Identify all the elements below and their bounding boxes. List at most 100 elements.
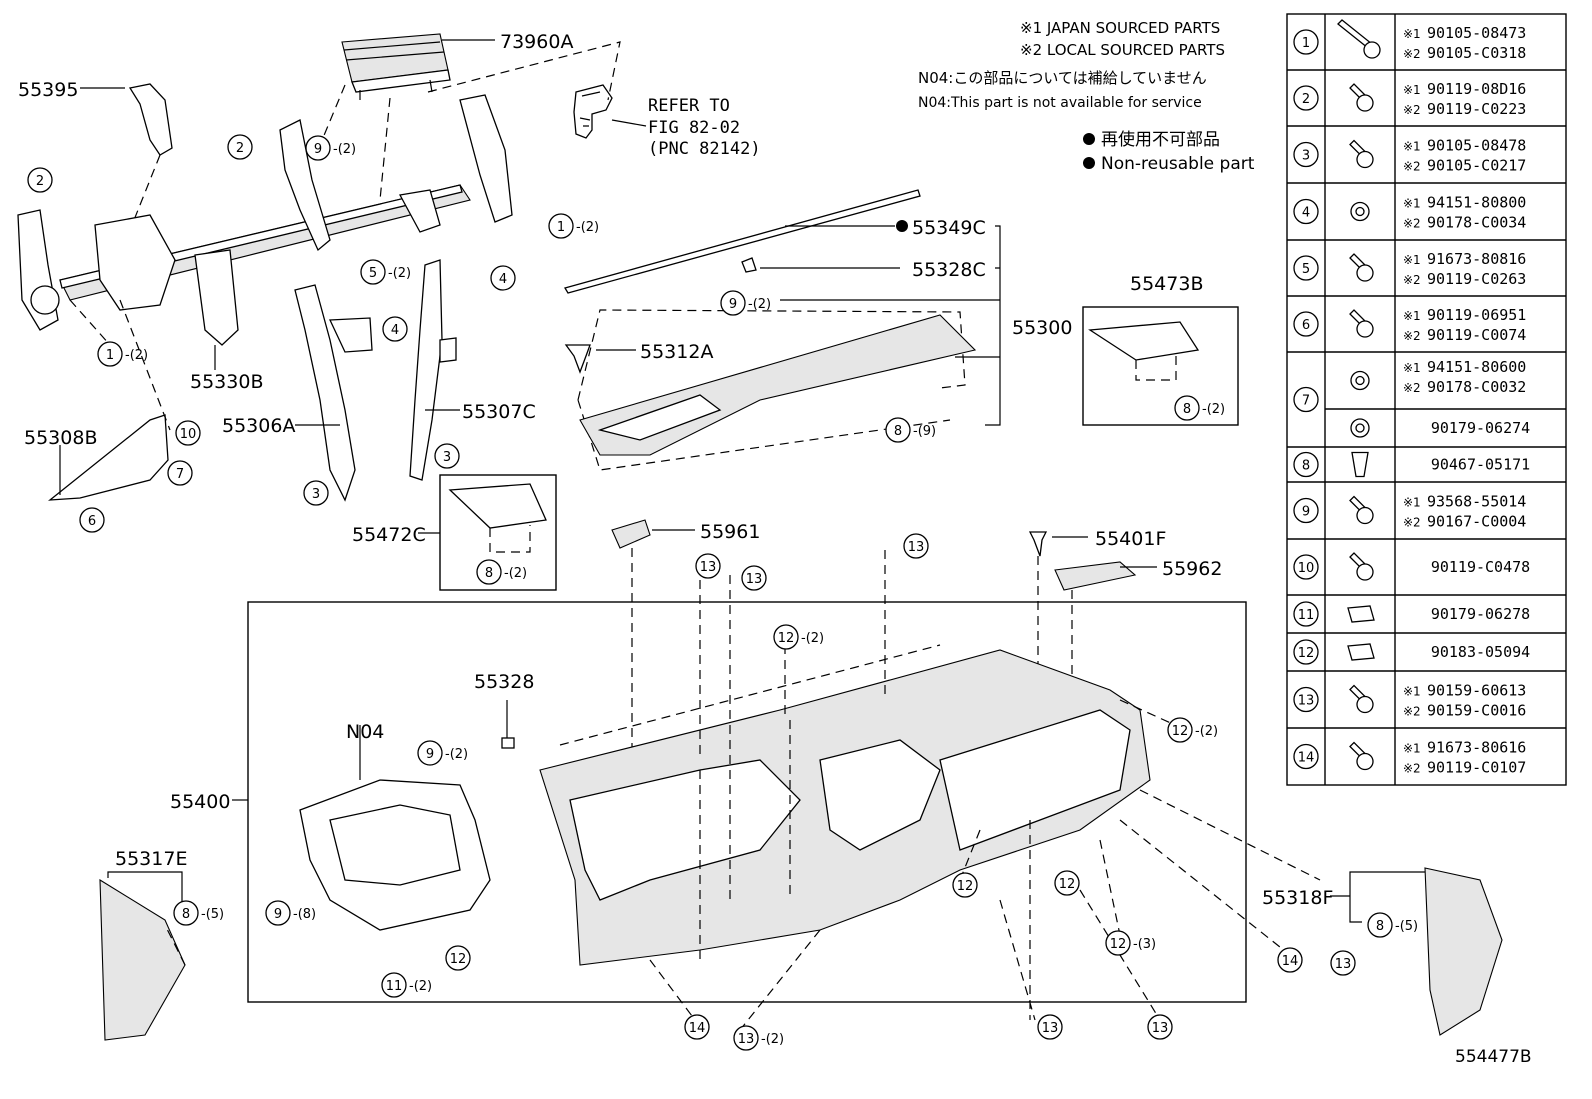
clip-55401F	[1028, 531, 1048, 557]
part-number: 90105-08473	[1427, 24, 1526, 42]
part-number: 94151-80600	[1427, 358, 1526, 376]
callout-circle	[265, 900, 291, 926]
callout-9: 9-(2)	[720, 290, 771, 316]
callout-8: 8-(2)	[1174, 395, 1225, 421]
refer-line-3: (PNC 82142)	[648, 139, 761, 159]
source-mark: ※1	[1403, 27, 1421, 41]
fastener-number: 2	[1302, 92, 1310, 107]
label-55300: 55300	[1012, 317, 1072, 339]
callout-circle	[417, 740, 443, 766]
callout-circle	[741, 565, 767, 591]
part-number: 90105-08478	[1427, 137, 1526, 155]
figure-id: 554477B	[1455, 1047, 1532, 1067]
callout-circle	[733, 1025, 759, 1051]
callout-circle	[1054, 870, 1080, 896]
callout-10: 10	[175, 420, 201, 446]
callout-circle	[382, 316, 408, 342]
callout-1: 1-(2)	[97, 341, 148, 367]
part-number: 90159-C0016	[1427, 702, 1526, 720]
callout-quantity: -(5)	[1395, 919, 1418, 934]
callout-number: 12	[1059, 877, 1076, 892]
callout-circle	[173, 900, 199, 926]
label-55349C: 55349C	[912, 217, 986, 239]
fastener-number-circle	[1293, 639, 1319, 665]
callout-13: 13	[1147, 1014, 1173, 1040]
fastener-icon	[1350, 201, 1370, 222]
callout-12: 12-(2)	[1167, 717, 1218, 743]
callout-circle	[79, 507, 105, 533]
callout-number: 12	[778, 631, 795, 646]
label-73960A: 73960A	[500, 31, 573, 53]
callout-4: 4	[382, 316, 408, 342]
callout-circle	[434, 443, 460, 469]
callout-circle	[305, 135, 331, 161]
box-55473B	[1082, 306, 1239, 426]
fastener-icon	[1347, 643, 1375, 661]
callout-circle	[885, 417, 911, 443]
brace-55307C	[409, 259, 443, 481]
note-nonreuse-jp: 再使用不可部品	[1101, 129, 1220, 150]
fastener-icon	[1349, 309, 1374, 338]
source-mark: ※1	[1403, 83, 1421, 97]
label-55306A: 55306A	[222, 415, 295, 437]
label-55318F: 55318F	[1262, 887, 1333, 909]
callout-3: 3	[434, 443, 460, 469]
fastener-icon	[1337, 19, 1381, 59]
callout-circle	[1147, 1014, 1173, 1040]
callout-8: 8-(9)	[885, 417, 936, 443]
callout-7: 7	[167, 460, 193, 486]
label-55401F: 55401F	[1095, 528, 1166, 550]
callout-circle	[27, 167, 53, 193]
callout-number: 8	[1183, 402, 1191, 417]
label-55395: 55395	[18, 79, 78, 101]
fastener-icon	[1349, 741, 1374, 771]
callout-number: 9	[314, 142, 322, 157]
fastener-number: 6	[1302, 318, 1310, 333]
callout-number: 1	[557, 220, 565, 235]
callout-number: 6	[88, 514, 96, 529]
nonreuse-dot-icon	[1083, 133, 1095, 145]
callout-number: 13	[1335, 957, 1352, 972]
part-number: 90119-C0074	[1427, 326, 1526, 344]
fastener-number: 8	[1302, 459, 1310, 474]
callout-9: 9-(8)	[265, 900, 316, 926]
part-number: 90105-C0318	[1427, 44, 1526, 62]
callout-13: 13	[741, 565, 767, 591]
callout-circle	[97, 341, 123, 367]
callout-quantity: -(2)	[388, 266, 411, 281]
fastener-number-circle	[1293, 686, 1319, 713]
source-mark: ※1	[1403, 496, 1421, 510]
callout-12: 12	[1054, 870, 1080, 896]
source-mark: ※1	[1403, 140, 1421, 154]
upper-panel-group	[564, 189, 977, 471]
callout-1: 1-(2)	[548, 213, 599, 239]
callout-number: 12	[450, 952, 467, 967]
callout-number: 8	[1376, 919, 1384, 934]
part-number: 90119-C0107	[1427, 759, 1526, 777]
cover-55473B	[1088, 321, 1200, 361]
fastener-icon	[1349, 684, 1374, 714]
callout-circle	[360, 259, 386, 285]
part-number: 90167-C0004	[1427, 513, 1526, 531]
fastener-number-circle	[1293, 386, 1319, 413]
callout-12: 12	[952, 872, 978, 898]
callout-8: 8-(2)	[476, 559, 527, 585]
fastener-number-circle	[1293, 554, 1319, 580]
part-number: 90179-06278	[1431, 605, 1530, 623]
refer-line-2: FIG 82-02	[648, 118, 740, 138]
fastener-number: 13	[1298, 694, 1315, 709]
cover-55472C	[448, 483, 547, 529]
label-55312A: 55312A	[640, 341, 713, 363]
fastener-number-circle	[1293, 601, 1319, 627]
callout-number: 12	[957, 879, 974, 894]
source-mark: ※2	[1403, 47, 1421, 61]
clip-55312A	[564, 344, 591, 374]
